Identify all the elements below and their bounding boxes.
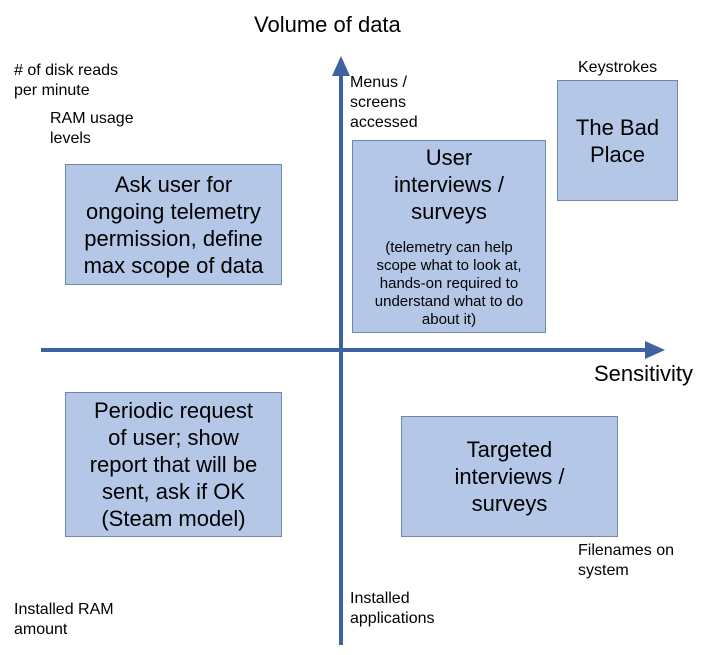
box-targeted-interviews-text: Targeted interviews / surveys bbox=[454, 437, 565, 516]
y-axis-title: Volume of data bbox=[254, 12, 401, 37]
label-filenames: Filenames on system bbox=[578, 542, 675, 579]
box-user-interviews-text: User interviews / surveys bbox=[393, 145, 505, 224]
box-bad-place-text: The Bad Place bbox=[575, 114, 660, 167]
label-menus-screens: Menus / screens accessed bbox=[350, 74, 418, 131]
x-axis-arrowhead bbox=[645, 341, 665, 359]
box-periodic-request-text: Periodic request of user; show report th… bbox=[89, 398, 258, 531]
label-installed-ram: Installed RAM amount bbox=[14, 601, 114, 638]
box-bad-place: The Bad Place bbox=[557, 80, 678, 201]
box-ongoing-telemetry: Ask user for ongoing telemetry permissio… bbox=[65, 164, 282, 285]
label-installed-apps: Installed applications bbox=[350, 590, 435, 627]
box-user-interviews: User interviews / surveys (telemetry can… bbox=[352, 140, 546, 333]
box-user-interviews-note: (telemetry can help scope what to look a… bbox=[374, 239, 524, 328]
box-targeted-interviews: Targeted interviews / surveys bbox=[401, 416, 618, 537]
x-axis-title: Sensitivity bbox=[594, 361, 694, 386]
box-periodic-request: Periodic request of user; show report th… bbox=[65, 392, 282, 537]
y-axis-arrowhead bbox=[332, 56, 350, 76]
box-ongoing-telemetry-text: Ask user for ongoing telemetry permissio… bbox=[83, 171, 264, 278]
label-disk-reads: # of disk reads per minute bbox=[14, 62, 119, 99]
label-keystrokes: Keystrokes bbox=[578, 59, 658, 76]
label-ram-usage: RAM usage levels bbox=[50, 110, 134, 147]
